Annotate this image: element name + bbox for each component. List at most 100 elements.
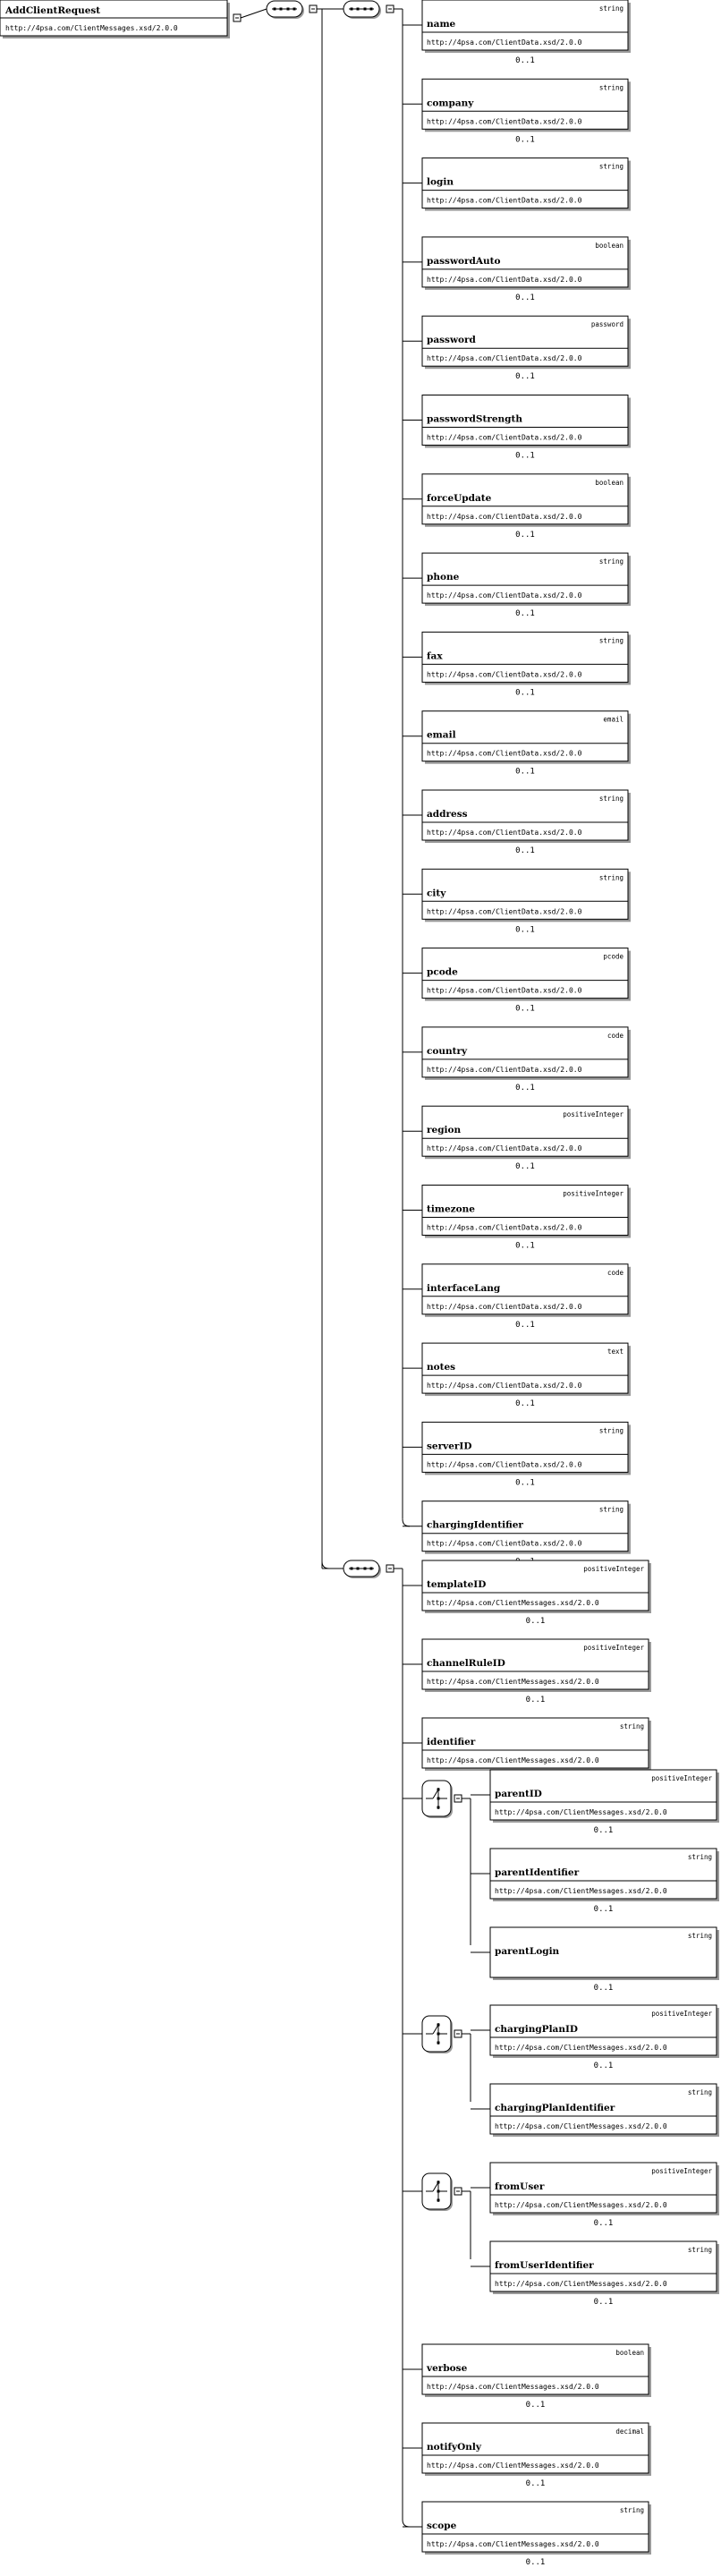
element-fax[interactable]: stringfaxhttp://4psa.com/ClientData.xsd/… <box>421 631 631 697</box>
element-region[interactable]: positiveIntegerregionhttp://4psa.com/Cli… <box>421 1105 631 1171</box>
element-channelRuleID[interactable]: positiveIntegerchannelRuleIDhttp://4psa.… <box>421 1638 651 1705</box>
element-name-label: scope <box>427 2521 457 2531</box>
cardinality-label: 0..1 <box>594 1905 614 1914</box>
element-type-label: string <box>599 83 623 91</box>
choice-compositor-icon[interactable] <box>421 2172 453 2211</box>
element-namespace-label: http://4psa.com/ClientData.xsd/2.0.0 <box>427 987 582 995</box>
element-parentLogin[interactable]: string parentLogin 0..1 <box>489 1926 719 1993</box>
element-name-label: phone <box>427 572 460 582</box>
element-type-label: positiveInteger <box>563 1190 623 1198</box>
element-type-label: decimal <box>615 2427 644 2436</box>
element-namespace-label: http://4psa.com/ClientMessages.xsd/2.0.0 <box>427 1599 599 1607</box>
element-fromUser[interactable]: positiveIntegerfromUserhttp://4psa.com/C… <box>489 2162 719 2228</box>
element-name-label: region <box>427 1125 462 1135</box>
element-type-label: code <box>607 1032 624 1040</box>
cardinality-label: 0..1 <box>594 1984 614 1993</box>
cardinality-label: 0..1 <box>526 1696 546 1705</box>
element-identifier[interactable]: stringidentifierhttp://4psa.com/ClientMe… <box>421 1717 651 1783</box>
cardinality-label: 0..1 <box>515 1478 535 1487</box>
element-chargingPlanID[interactable]: positiveIntegerchargingPlanIDhttp://4psa… <box>489 2004 719 2070</box>
element-timezone[interactable]: positiveIntegertimezonehttp://4psa.com/C… <box>421 1185 631 1251</box>
sequence-compositor-icon[interactable] <box>343 1560 381 1578</box>
element-chargingIdentifier[interactable]: stringchargingIdentifierhttp://4psa.com/… <box>421 1501 631 1567</box>
element-type-label: string <box>599 1426 623 1434</box>
element-company[interactable]: stringcompanyhttp://4psa.com/ClientData.… <box>421 78 631 144</box>
element-namespace-label: http://4psa.com/ClientData.xsd/2.0.0 <box>427 513 582 521</box>
element-parentID[interactable]: positiveIntegerparentIDhttp://4psa.com/C… <box>489 1769 719 1835</box>
element-address[interactable]: stringaddresshttp://4psa.com/ClientData.… <box>421 789 631 855</box>
element-scope[interactable]: stringscopehttp://4psa.com/ClientMessage… <box>421 2501 651 2567</box>
element-name-label: name <box>427 19 456 30</box>
element-name[interactable]: stringnamehttp://4psa.com/ClientData.xsd… <box>421 0 631 65</box>
element-name-label: company <box>427 98 474 108</box>
element-country[interactable]: codecountryhttp://4psa.com/ClientData.xs… <box>421 1026 631 1092</box>
element-type-label: string <box>620 1722 644 1730</box>
choice-compositor-icon[interactable] <box>421 1780 453 1818</box>
cardinality-label: 0..1 <box>515 925 535 934</box>
element-login[interactable]: stringloginhttp://4psa.com/ClientData.xs… <box>421 157 631 211</box>
element-passwordAuto[interactable]: booleanpasswordAutohttp://4psa.com/Clien… <box>421 236 631 302</box>
element-notifyOnly[interactable]: decimalnotifyOnlyhttp://4psa.com/ClientM… <box>421 2422 651 2488</box>
cardinality-label: 0..1 <box>515 846 535 855</box>
element-name-label: password <box>427 335 477 345</box>
element-namespace-label: http://4psa.com/ClientMessages.xsd/2.0.0 <box>495 1887 667 1895</box>
element-type-label: email <box>603 716 623 724</box>
element-templateID[interactable]: positiveIntegertemplateIDhttp://4psa.com… <box>421 1560 651 1626</box>
element-name-label: parentIdentifier <box>495 1867 580 1878</box>
element-name-label: address <box>427 809 468 820</box>
sequence-compositor-icon[interactable] <box>343 0 381 19</box>
element-passwordStrength[interactable]: passwordStrengthhttp://4psa.com/ClientDa… <box>421 395 631 461</box>
element-type-label: string <box>599 1506 623 1514</box>
cardinality-label: 0..1 <box>526 2479 546 2488</box>
collapse-toggle-icon[interactable] <box>233 13 242 22</box>
element-namespace-label: http://4psa.com/ClientData.xsd/2.0.0 <box>427 1144 582 1152</box>
element-serverID[interactable]: stringserverIDhttp://4psa.com/ClientData… <box>421 1421 631 1487</box>
element-parentIdentifier[interactable]: stringparentIdentifierhttp://4psa.com/Cl… <box>489 1848 719 1914</box>
element-type-label: positiveInteger <box>583 1644 644 1652</box>
element-type-label: positiveInteger <box>651 2167 712 2175</box>
element-type-label: string <box>688 1932 712 1940</box>
element-type-label: string <box>599 4 623 13</box>
element-type-label: text <box>607 1348 623 1356</box>
element-interfaceLang[interactable]: codeinterfaceLanghttp://4psa.com/ClientD… <box>421 1263 631 1330</box>
collapse-toggle-icon[interactable] <box>309 4 318 13</box>
collapse-toggle-icon[interactable] <box>454 2187 462 2196</box>
element-namespace-label: http://4psa.com/ClientMessages.xsd/2.0.0 <box>495 2122 667 2130</box>
element-notes[interactable]: textnoteshttp://4psa.com/ClientData.xsd/… <box>421 1342 631 1408</box>
element-city[interactable]: stringcityhttp://4psa.com/ClientData.xsd… <box>421 868 631 934</box>
element-chargingPlanIdentifier[interactable]: string chargingPlanIdentifier http://4psa.… <box>489 2083 719 2137</box>
element-name-label: timezone <box>427 1204 475 1215</box>
cardinality-label: 0..1 <box>515 293 535 302</box>
element-type-label: boolean <box>615 2349 644 2357</box>
element-namespace-label: http://4psa.com/ClientData.xsd/2.0.0 <box>427 750 582 758</box>
element-name-label: forceUpdate <box>427 493 492 504</box>
cardinality-label: 0..1 <box>515 1242 535 1251</box>
element-password[interactable]: passwordpasswordhttp://4psa.com/ClientDa… <box>421 315 631 381</box>
element-type-label: string <box>599 636 623 644</box>
element-name-label: parentLogin <box>495 1946 560 1957</box>
element-namespace-label: http://4psa.com/ClientData.xsd/2.0.0 <box>427 907 582 915</box>
cardinality-label: 0..1 <box>594 2298 614 2307</box>
element-email[interactable]: emailemailhttp://4psa.com/ClientData.xsd… <box>421 710 631 777</box>
collapse-toggle-icon[interactable] <box>454 1794 462 1803</box>
element-verbose[interactable]: booleanverbosehttp://4psa.com/ClientMess… <box>421 2343 651 2410</box>
collapse-toggle-icon[interactable] <box>386 1564 394 1573</box>
cardinality-label: 0..1 <box>515 688 535 697</box>
element-name-label: channelRuleID <box>427 1658 505 1669</box>
element-fromUserIdentifier[interactable]: stringfromUserIdentifierhttp://4psa.com/… <box>489 2240 719 2307</box>
element-name-label: chargingPlanIdentifier <box>495 2103 615 2113</box>
element-type-label: string <box>688 2088 712 2096</box>
collapse-toggle-icon[interactable] <box>386 4 394 13</box>
element-type-label: string <box>599 873 623 881</box>
collapse-toggle-icon[interactable] <box>454 2029 462 2038</box>
root-element[interactable]: AddClientRequesthttp://4psa.com/ClientMe… <box>0 0 230 38</box>
sequence-compositor-icon[interactable] <box>266 0 304 19</box>
element-namespace-label: http://4psa.com/ClientData.xsd/2.0.0 <box>427 1303 582 1311</box>
choice-compositor-icon[interactable] <box>421 2015 453 2053</box>
element-namespace-label: http://4psa.com/ClientMessages.xsd/2.0.0 <box>427 1756 599 1764</box>
element-pcode[interactable]: pcodepcodehttp://4psa.com/ClientData.xsd… <box>421 948 631 1014</box>
element-forceUpdate[interactable]: booleanforceUpdatehttp://4psa.com/Client… <box>421 473 631 540</box>
element-phone[interactable]: stringphonehttp://4psa.com/ClientData.xs… <box>421 552 631 618</box>
element-name-label: chargingPlanID <box>495 2024 578 2035</box>
